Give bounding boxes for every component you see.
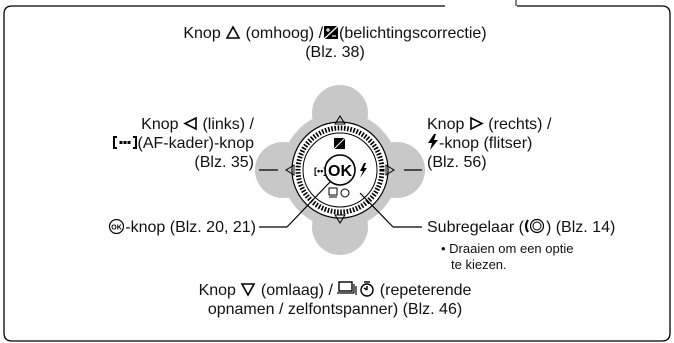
dial-label-name: Subregelaar (: [427, 219, 524, 236]
pad-af-frame-icon: [••]: [314, 166, 326, 176]
self-timer-icon: [360, 281, 375, 297]
left-button-label: Knop (links) / (AF-kader)-knop (Blz. 35): [40, 115, 254, 172]
dial-label-page: ) (Blz. 14): [545, 219, 616, 236]
dial-note-line2: te kiezen.: [451, 257, 507, 272]
triangle-left-icon: [183, 116, 197, 131]
exposure-compensation-icon: [323, 25, 339, 40]
right-label-page: (Blz. 56): [427, 154, 487, 171]
svg-text:[••]: [••]: [314, 166, 326, 176]
pad-drive-icon: [328, 187, 350, 198]
af-frame-icon: [112, 136, 137, 149]
down-label-page: opnamen / zelfontspanner) (Blz. 46): [207, 301, 463, 318]
ok-icon: OK: [109, 219, 125, 234]
ok-button[interactable]: [324, 154, 356, 186]
left-label-page: (Blz. 35): [194, 154, 254, 171]
flash-icon: [428, 134, 438, 150]
triangle-down-icon: [241, 283, 256, 297]
left-label-knop: Knop: [141, 116, 179, 133]
ok-button-description: OK -knop (Blz. 20, 21): [20, 218, 256, 237]
up-label-knop: Knop: [183, 25, 221, 42]
leader-lines: [259, 169, 422, 228]
up-button-label: Knop (omhoog) / (belichtingscorrectie) (…: [110, 24, 560, 62]
right-label-knop: Knop: [427, 116, 465, 133]
sub-dial-label: Subregelaar ( ) (Blz. 14): [427, 218, 667, 237]
dial-icon: [524, 218, 545, 234]
frame-border: [3, 5, 671, 342]
down-label-function: (repeterende: [379, 282, 472, 299]
down-label-direction: (omlaag) /: [260, 282, 333, 299]
right-label-function: -knop (flitser): [439, 135, 533, 152]
right-button-label: Knop (rechts) / -knop (flitser) (Blz. 56…: [427, 115, 657, 172]
right-label-direction: (rechts) /: [488, 116, 552, 133]
dial-note: • Draaien om een optie te kiezen.: [441, 241, 661, 273]
dial-note-line1: • Draaien om een optie: [441, 241, 574, 256]
ok-label-text: -knop (Blz. 20, 21): [125, 219, 256, 236]
up-label-page: (Blz. 38): [305, 44, 365, 61]
svg-text:OK: OK: [112, 225, 123, 232]
pad-right-arrow-icon: [385, 164, 395, 176]
down-label-knop: Knop: [198, 282, 236, 299]
pad-up-arrow-icon: [334, 115, 346, 125]
sequential-shooting-icon: [337, 281, 357, 295]
pad-left-arrow-icon: [285, 164, 295, 176]
up-label-function: (belichtingscorrectie): [339, 25, 487, 42]
down-button-label: Knop (omlaag) / (repeterende opnamen / z…: [110, 281, 560, 319]
triangle-right-icon: [470, 116, 484, 131]
pad-down-arrow-icon: [334, 214, 346, 224]
left-label-direction: (links) /: [202, 116, 254, 133]
left-label-function: (AF-kader)-knop: [137, 135, 254, 152]
pad-exposure-icon: [333, 137, 346, 150]
triangle-up-icon: [225, 25, 241, 39]
pad-flash-icon: [360, 163, 367, 178]
ok-button-label: OK: [328, 163, 352, 180]
up-label-direction: (omhoog) /: [245, 25, 324, 42]
control-pad: OK [••]: [255, 85, 425, 255]
